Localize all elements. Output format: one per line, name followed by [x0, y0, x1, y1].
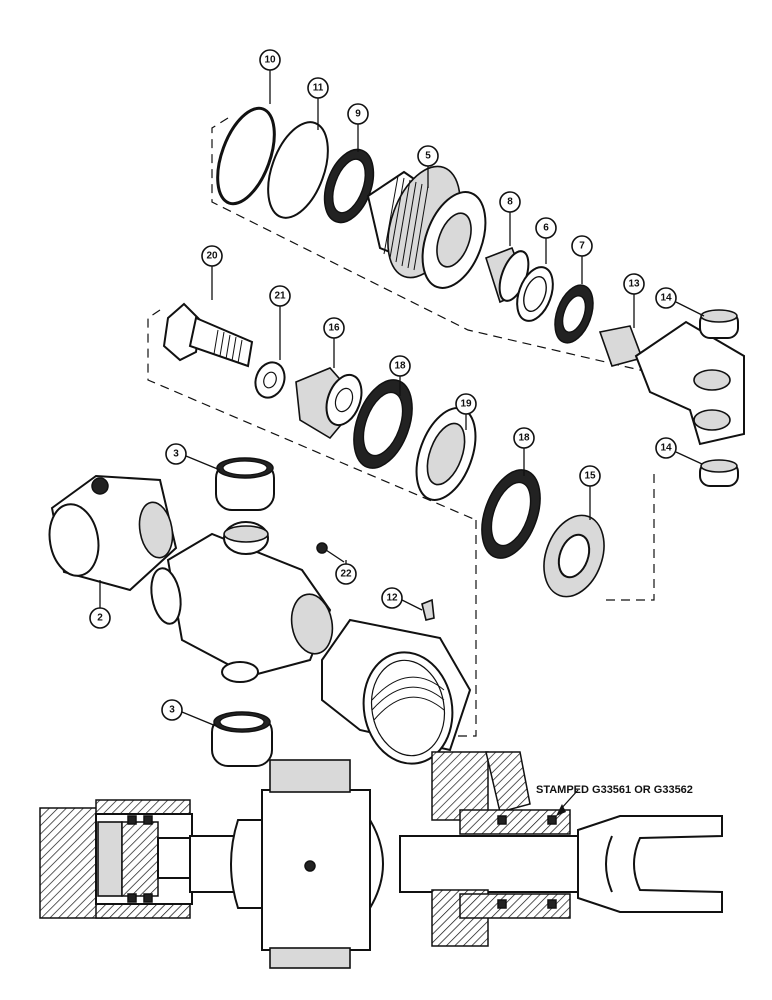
- screw-12: [421, 598, 435, 621]
- callout-12: 12: [381, 587, 423, 611]
- svg-text:18: 18: [394, 361, 406, 372]
- svg-text:10: 10: [264, 55, 276, 66]
- gland-threads: [383, 175, 429, 271]
- callout-9: 9: [347, 103, 369, 152]
- callout-11: 11: [307, 77, 329, 130]
- svg-text:16: 16: [328, 323, 340, 334]
- svg-text:18: 18: [518, 433, 530, 444]
- svg-text:8: 8: [507, 197, 513, 208]
- callout-3-bottom: 3: [161, 699, 217, 727]
- callout-2: 2: [89, 580, 111, 629]
- svg-text:12: 12: [386, 593, 398, 604]
- seal-9: [323, 148, 375, 224]
- seal-7: [554, 284, 594, 344]
- callout-22: 22: [335, 560, 357, 585]
- seal-18-b: [481, 469, 541, 559]
- assembly-guide-upper: [211, 117, 701, 385]
- barrel-body: [150, 521, 334, 683]
- ring-6: [516, 266, 554, 322]
- callout-20: 20: [201, 245, 223, 300]
- assembly-guide-middle: [147, 309, 477, 521]
- barrel-tube: [321, 618, 472, 765]
- snap-ring-10: [216, 106, 276, 206]
- svg-text:19: 19: [460, 399, 472, 410]
- svg-text:3: 3: [169, 705, 175, 716]
- bolt-20: [162, 302, 254, 368]
- backup-ring-11: [267, 121, 329, 219]
- clevis-yoke: [634, 320, 745, 446]
- stamp-note-leader: [556, 789, 579, 816]
- bushing-14-top: [699, 309, 739, 339]
- callout-15: 15: [579, 465, 601, 520]
- callout-5: 5: [417, 145, 439, 188]
- callout-8: 8: [499, 191, 521, 246]
- svg-text:20: 20: [206, 251, 218, 262]
- trunnion-cap-2: [48, 474, 178, 592]
- washer-21: [254, 361, 286, 399]
- callout-18-a: 18: [389, 355, 411, 396]
- svg-text:6: 6: [543, 223, 549, 234]
- svg-text:9: 9: [355, 109, 361, 120]
- callout-13: 13: [623, 273, 645, 328]
- svg-text:11: 11: [313, 83, 324, 94]
- svg-text:14: 14: [660, 293, 672, 304]
- svg-text:15: 15: [584, 471, 596, 482]
- seal-18-a: [353, 379, 413, 469]
- bushing-3-bottom: [211, 711, 273, 767]
- callout-21: 21: [269, 285, 291, 360]
- assembly-guide-lower: [452, 520, 477, 737]
- cross-section-assembly: [39, 751, 723, 969]
- barrel-threads: [371, 676, 445, 721]
- callout-18-b: 18: [513, 427, 535, 476]
- piston-nut-15: [543, 514, 605, 598]
- callout-14-bottom: 14: [655, 437, 703, 465]
- fitting-22: [316, 542, 345, 563]
- svg-text:5: 5: [425, 151, 431, 162]
- svg-text:2: 2: [97, 613, 103, 624]
- callout-3-top: 3: [165, 443, 221, 471]
- wiper-13: [598, 325, 644, 367]
- bolt-threads: [213, 329, 243, 364]
- svg-text:22: 22: [340, 569, 352, 580]
- gland-5: [366, 165, 487, 289]
- ring-19: [415, 407, 477, 501]
- svg-text:3: 3: [173, 449, 179, 460]
- svg-text:21: 21: [274, 291, 286, 302]
- callout-6: 6: [535, 217, 557, 264]
- callout-10: 10: [259, 49, 281, 104]
- svg-text:14: 14: [660, 443, 672, 454]
- bushing-14-bottom: [699, 459, 739, 487]
- svg-text:13: 13: [628, 279, 640, 290]
- stamp-note: STAMPED G33561 OR G33562: [536, 784, 693, 796]
- callout-7: 7: [571, 235, 593, 284]
- callout-19: 19: [455, 393, 477, 430]
- svg-text:7: 7: [579, 241, 585, 252]
- bushing-3-top: [215, 457, 275, 511]
- callout-14-top: 14: [655, 287, 705, 317]
- assembly-guide-right: [600, 474, 655, 601]
- callout-16: 16: [323, 317, 345, 368]
- piston-16: [295, 367, 363, 440]
